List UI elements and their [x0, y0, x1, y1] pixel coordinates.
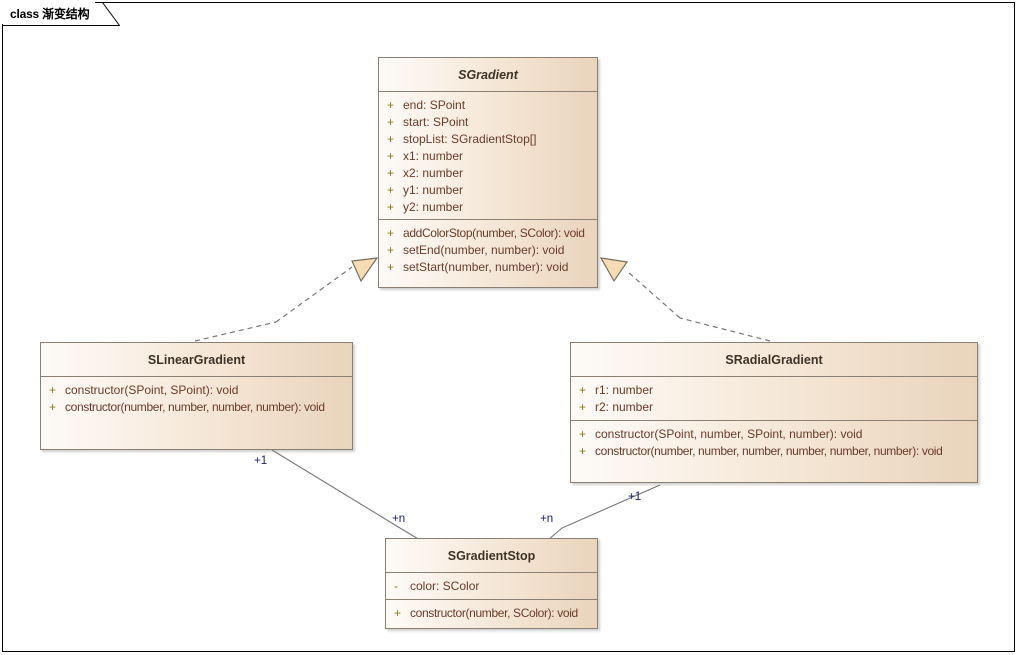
- method-label: addColorStop(number, SColor): void: [403, 226, 585, 240]
- method-label: constructor(number, SColor): void: [410, 606, 578, 620]
- class-methods-sgradient: + addColorStop(number, SColor): void + s…: [379, 220, 597, 281]
- class-method-row: + constructor(SPoint, number, SPoint, nu…: [571, 426, 977, 443]
- class-title-sradialgradient: SRadialGradient: [571, 343, 977, 377]
- visibility-marker: +: [579, 400, 587, 414]
- class-attribute-row: + y1: number: [379, 182, 597, 199]
- class-methods-slineargradient: + constructor(SPoint, SPoint): void + co…: [41, 377, 352, 421]
- method-label: setStart(number, number): void: [403, 260, 569, 274]
- class-attribute-row: + r2: number: [571, 399, 977, 416]
- hollow-triangle-icon: [351, 257, 379, 283]
- visibility-marker: +: [387, 260, 395, 274]
- class-attribute-row: - color: SColor: [386, 578, 597, 595]
- class-title-slineargradient: SLinearGradient: [41, 343, 352, 377]
- class-box-sgradient[interactable]: SGradient + end: SPoint + start: SPoint …: [378, 57, 598, 288]
- visibility-marker: +: [387, 98, 395, 112]
- class-attributes-sradialgradient: + r1: number + r2: number: [571, 377, 977, 421]
- class-attribute-row: + stopList: SGradientStop[]: [379, 131, 597, 148]
- class-method-row: + constructor(number, number, number, nu…: [41, 399, 352, 416]
- attribute-label: x2: number: [403, 166, 464, 180]
- class-attribute-row: + y2: number: [379, 199, 597, 216]
- method-label: constructor(number, number, number, numb…: [595, 444, 943, 458]
- attribute-label: start: SPoint: [403, 115, 469, 129]
- class-method-row: + constructor(number, number, number, nu…: [571, 443, 977, 460]
- class-attributes-sgradientstop: - color: SColor: [386, 573, 597, 600]
- visibility-marker: +: [387, 149, 395, 163]
- visibility-marker: +: [579, 383, 587, 397]
- class-methods-sradialgradient: + constructor(SPoint, number, SPoint, nu…: [571, 421, 977, 465]
- class-title-sgradientstop: SGradientStop: [386, 539, 597, 573]
- visibility-marker: +: [49, 400, 57, 414]
- visibility-marker: +: [49, 383, 57, 397]
- attribute-label: color: SColor: [410, 579, 480, 593]
- class-attribute-row: + x2: number: [379, 165, 597, 182]
- hollow-triangle-icon: [599, 257, 629, 283]
- attribute-label: end: SPoint: [403, 98, 466, 112]
- visibility-marker: +: [579, 427, 587, 441]
- class-method-row: + constructor(SPoint, SPoint): void: [41, 382, 352, 399]
- method-label: constructor(SPoint, number, SPoint, numb…: [595, 427, 863, 441]
- visibility-marker: +: [387, 183, 395, 197]
- method-label: setEnd(number, number): void: [403, 243, 565, 257]
- visibility-marker: +: [387, 132, 395, 146]
- class-methods-sgradientstop: + constructor(number, SColor): void: [386, 600, 597, 627]
- visibility-marker: +: [387, 243, 395, 257]
- attribute-label: r2: number: [595, 400, 654, 414]
- visibility-marker: +: [387, 166, 395, 180]
- attribute-label: x1: number: [403, 149, 464, 163]
- visibility-marker: +: [387, 226, 395, 240]
- attribute-label: y1: number: [403, 183, 464, 197]
- visibility-marker: +: [579, 444, 587, 458]
- class-attributes-sgradient: + end: SPoint + start: SPoint + stopList…: [379, 92, 597, 220]
- attribute-label: stopList: SGradientStop[]: [403, 132, 537, 146]
- visibility-marker: +: [387, 115, 395, 129]
- visibility-marker: +: [394, 606, 402, 620]
- method-label: constructor(SPoint, SPoint): void: [65, 383, 239, 397]
- diagram-title-label: class 渐变结构: [10, 6, 90, 21]
- relation-slineargradient-realizes-sgradient: [194, 257, 379, 342]
- class-box-sgradientstop[interactable]: SGradientStop - color: SColor + construc…: [385, 538, 598, 629]
- class-box-sradialgradient[interactable]: SRadialGradient + r1: number + r2: numbe…: [570, 342, 978, 483]
- multiplicity-label-linear-source: +1: [254, 455, 268, 467]
- visibility-marker: -: [394, 579, 398, 593]
- relation-sradialgradient-realizes-sgradient: [599, 257, 771, 342]
- diagram-title-tab[interactable]: class 渐变结构: [2, 2, 96, 24]
- relation-slineargradient-assoc-sgradientstop: [271, 449, 421, 541]
- class-method-row: + setStart(number, number): void: [379, 259, 597, 276]
- class-attribute-row: + end: SPoint: [379, 97, 597, 114]
- multiplicity-label-stop-from-radial: +n: [540, 513, 554, 525]
- attribute-label: r1: number: [595, 383, 654, 397]
- class-attribute-row: + x1: number: [379, 148, 597, 165]
- visibility-marker: +: [387, 200, 395, 214]
- method-label: constructor(number, number, number, numb…: [65, 400, 325, 414]
- multiplicity-label-stop-from-linear: +n: [392, 513, 406, 525]
- class-box-slineargradient[interactable]: SLinearGradient + constructor(SPoint, SP…: [40, 342, 353, 450]
- class-attribute-row: + r1: number: [571, 382, 977, 399]
- relation-sradialgradient-assoc-sgradientstop: [547, 484, 661, 541]
- class-method-row: + setEnd(number, number): void: [379, 242, 597, 259]
- class-method-row: + addColorStop(number, SColor): void: [379, 225, 597, 242]
- class-title-sgradient: SGradient: [379, 58, 597, 92]
- class-method-row: + constructor(number, SColor): void: [386, 605, 597, 622]
- attribute-label: y2: number: [403, 200, 464, 214]
- multiplicity-label-radial-source: +1: [628, 491, 642, 503]
- class-attribute-row: + start: SPoint: [379, 114, 597, 131]
